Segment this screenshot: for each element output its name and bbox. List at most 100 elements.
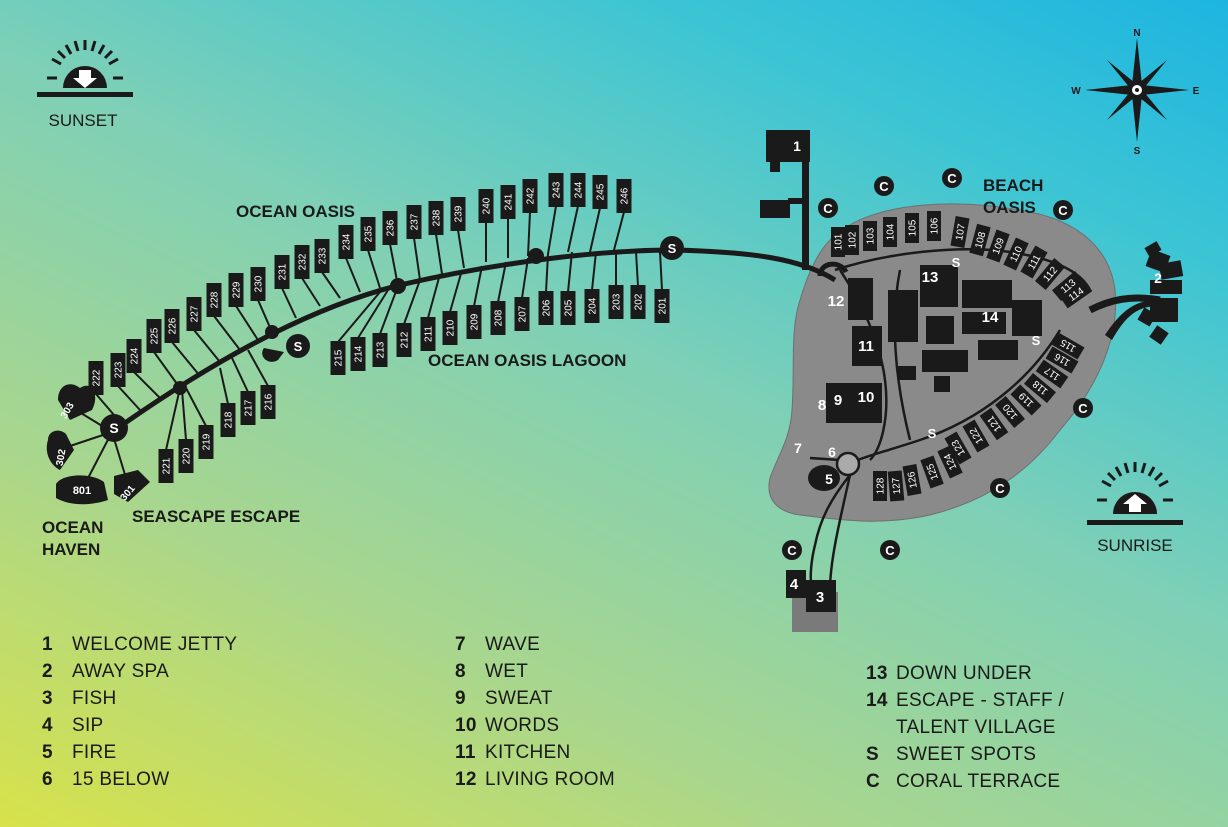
- legend-label: SWEAT: [485, 688, 553, 709]
- coral-terrace-marker[interactable]: C: [782, 540, 802, 560]
- villa-203[interactable]: 203: [608, 285, 624, 319]
- villa-220[interactable]: 220: [178, 439, 194, 473]
- villa-237[interactable]: 237: [406, 205, 422, 239]
- villa-242[interactable]: 242: [522, 179, 538, 213]
- villa-202[interactable]: 202: [630, 285, 646, 319]
- villa-205[interactable]: 205: [560, 291, 576, 325]
- label-ocean-haven-2: HAVEN: [42, 540, 100, 559]
- coral-terrace-marker[interactable]: C: [990, 478, 1010, 498]
- sweet-spot-island-north[interactable]: S: [952, 255, 961, 270]
- coral-terrace-marker[interactable]: C: [1073, 398, 1093, 418]
- villa-235[interactable]: 235: [360, 217, 376, 251]
- villa-233[interactable]: 233: [314, 239, 330, 273]
- villa-207[interactable]: 207: [514, 297, 530, 331]
- villa-224[interactable]: 224: [126, 339, 142, 373]
- villa-239[interactable]: 239: [450, 197, 466, 231]
- villa-221[interactable]: 221: [158, 449, 174, 483]
- villa-109[interactable]: 109: [986, 229, 1010, 263]
- villa-108[interactable]: 108: [969, 223, 991, 257]
- villa-footprint: [1052, 270, 1084, 302]
- villa-231[interactable]: 231: [274, 255, 290, 289]
- coral-terrace-marker[interactable]: C: [942, 168, 962, 188]
- villa-243[interactable]: 243: [548, 173, 564, 207]
- villa-103[interactable]: 103: [863, 221, 877, 251]
- villa-801[interactable]: 801: [73, 485, 91, 497]
- compass-w: W: [1071, 86, 1081, 97]
- villa-walkway: [235, 305, 259, 341]
- villa-226[interactable]: 226: [164, 309, 180, 343]
- villa-302[interactable]: 302: [55, 448, 69, 467]
- villa-number: 234: [342, 233, 353, 250]
- villa-218[interactable]: 218: [220, 403, 236, 437]
- villa-number: 215: [334, 349, 345, 366]
- villa-125[interactable]: 125: [920, 455, 944, 489]
- villa-number: 229: [232, 281, 243, 298]
- villa-240[interactable]: 240: [478, 189, 494, 223]
- villa-212[interactable]: 212: [396, 323, 412, 357]
- villa-227[interactable]: 227: [186, 297, 202, 331]
- villa-127[interactable]: 127: [887, 470, 905, 502]
- villa-219[interactable]: 219: [198, 425, 214, 459]
- villa-footprint: [969, 223, 991, 257]
- villa-206[interactable]: 206: [538, 291, 554, 325]
- villa-236[interactable]: 236: [382, 211, 398, 245]
- villa-223[interactable]: 223: [110, 353, 126, 387]
- villa-234[interactable]: 234: [338, 225, 354, 259]
- villa-214[interactable]: 214: [350, 337, 366, 371]
- villa-246[interactable]: 246: [616, 179, 632, 213]
- compass-e: E: [1193, 86, 1200, 97]
- coral-terrace-marker[interactable]: C: [874, 176, 894, 196]
- sweet-spot-island-south[interactable]: S: [928, 426, 937, 441]
- legend-key: 5: [42, 742, 53, 763]
- villa-232[interactable]: 232: [294, 245, 310, 279]
- villa-213[interactable]: 213: [372, 333, 388, 367]
- sweet-spot-island-east[interactable]: S: [1032, 333, 1041, 348]
- villa-footprint: [902, 464, 922, 496]
- marker-8: 8: [818, 397, 826, 414]
- villa-222[interactable]: 222: [88, 361, 104, 395]
- villa-225[interactable]: 225: [146, 319, 162, 353]
- villa-244[interactable]: 244: [570, 173, 586, 207]
- villa-241[interactable]: 241: [500, 185, 516, 219]
- island-buildings: [826, 265, 1042, 423]
- villa-245[interactable]: 245: [592, 175, 608, 209]
- sweet-spot-boardwalk[interactable]: S: [668, 241, 677, 256]
- villa-104[interactable]: 104: [883, 217, 897, 247]
- villa-209[interactable]: 209: [466, 305, 482, 339]
- villa-201[interactable]: 201: [654, 289, 670, 323]
- sweet-spot-oasis[interactable]: S: [294, 339, 303, 354]
- villa-204[interactable]: 204: [584, 289, 600, 323]
- villa-105[interactable]: 105: [905, 213, 919, 243]
- villa-216[interactable]: 216: [260, 385, 276, 419]
- villa-210[interactable]: 210: [442, 311, 458, 345]
- villa-215[interactable]: 215: [330, 341, 346, 375]
- villa-107[interactable]: 107: [950, 216, 970, 248]
- villa-106[interactable]: 106: [927, 211, 941, 241]
- coral-terrace-markers: C C C C C C C C: [782, 168, 1093, 560]
- villa-footprint: [920, 455, 944, 489]
- villa-208[interactable]: 208: [490, 301, 506, 335]
- villa-footprint: [962, 419, 990, 453]
- coral-terrace-marker[interactable]: C: [880, 540, 900, 560]
- villa-number: 126: [906, 470, 920, 489]
- villa-126[interactable]: 126: [902, 464, 922, 496]
- villa-229[interactable]: 229: [228, 273, 244, 307]
- villa-number: 232: [298, 253, 309, 270]
- villa-217[interactable]: 217: [240, 391, 256, 425]
- villa-230[interactable]: 230: [250, 267, 266, 301]
- coral-terrace-marker[interactable]: C: [818, 198, 838, 218]
- sweet-spot-haven[interactable]: S: [109, 420, 118, 436]
- villa-211[interactable]: 211: [420, 317, 436, 351]
- villa-number: 214: [354, 345, 365, 362]
- villa-128[interactable]: 128: [873, 471, 887, 501]
- coral-terrace-marker[interactable]: C: [1053, 200, 1073, 220]
- coral-terrace-letter: C: [995, 481, 1005, 496]
- villa-228[interactable]: 228: [206, 283, 222, 317]
- legend-label: ESCAPE - STAFF /: [896, 690, 1065, 711]
- villa-102[interactable]: 102: [845, 225, 859, 255]
- legend-label: FIRE: [72, 742, 117, 763]
- villa-238[interactable]: 238: [428, 201, 444, 235]
- villa-101[interactable]: 101: [831, 227, 845, 257]
- villa-110[interactable]: 110: [1003, 237, 1029, 271]
